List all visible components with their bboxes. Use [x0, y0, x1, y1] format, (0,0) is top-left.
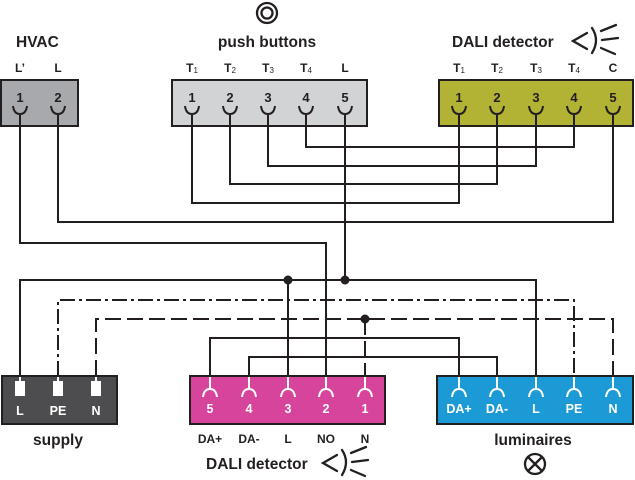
hvac-terminal-label: L’ — [15, 61, 25, 75]
terminal-socket-icon — [184, 105, 200, 126]
terminal-socket-icon — [489, 377, 505, 398]
detector-icon — [320, 445, 370, 478]
terminal-socket-icon — [202, 377, 218, 398]
wire-n-bus — [95, 318, 614, 376]
push-buttons-title: push buttons — [218, 34, 316, 51]
wire-hvac-lprime-to-detector-no — [19, 126, 327, 376]
dali-inputs-title: DALI detector — [452, 34, 554, 51]
terminal-socket-icon — [12, 105, 28, 126]
dali-input-number: 3 — [532, 90, 539, 105]
hvac-terminal-number: 2 — [54, 90, 61, 105]
dali-input-number: 4 — [570, 90, 578, 105]
dali-input-label: T1 — [453, 61, 465, 75]
wire-push-t3-to-dali-t3 — [267, 126, 537, 167]
push-terminal-label: T1 — [186, 61, 198, 75]
terminal-socket-icon — [280, 377, 296, 398]
hvac-terminal-box — [0, 79, 79, 127]
dali-detector-terminal-number: 1 — [362, 402, 369, 416]
push-buttons-terminal-box — [171, 79, 368, 127]
terminal-socket-icon — [337, 105, 353, 126]
dali-input-label: T2 — [491, 61, 503, 75]
terminal-socket-icon — [451, 105, 467, 126]
terminal-socket-icon — [451, 377, 467, 398]
supply-terminal-label: N — [91, 404, 100, 418]
hvac-terminal-number: 1 — [16, 90, 23, 105]
dali-detector-terminal-number: 3 — [285, 402, 292, 416]
dali-input-label: T3 — [530, 61, 542, 75]
dali-detector-terminal-number: 4 — [246, 402, 253, 416]
supply-title: supply — [33, 432, 83, 449]
supply-terminal-label: L — [16, 404, 24, 418]
lamp-icon — [523, 452, 547, 476]
push-button-icon — [255, 1, 279, 25]
push-terminal-number: 3 — [264, 90, 271, 105]
luminaires-title: luminaires — [494, 432, 572, 449]
dali-input-number: 1 — [455, 90, 462, 105]
dali-detector-title: DALI detector — [206, 456, 308, 473]
wire-hvac-l-to-dali-c — [57, 126, 614, 223]
terminal-socket-icon — [222, 105, 238, 126]
push-buttons-block: push buttons T1 T2 T3 T4 L 1 2 3 4 5 — [171, 1, 368, 127]
dali-input-label: T4 — [568, 61, 580, 75]
push-terminal-label: L — [341, 61, 348, 75]
push-terminal-number: 5 — [341, 90, 348, 105]
terminal-socket-icon — [605, 105, 621, 126]
supply-terminal-label: PE — [50, 404, 67, 418]
dali-input-number: 2 — [493, 90, 500, 105]
dali-detector-terminal-label: DA- — [238, 432, 259, 446]
luminaires-terminal-label: DA- — [486, 402, 508, 416]
wire-push-t4-to-dali-t4 — [305, 126, 575, 148]
luminaires-terminal-label: N — [608, 402, 617, 416]
dali-input-label: C — [609, 61, 618, 75]
dali-detector-block: 5 4 3 2 1 DA+ DA- L NO N DALI detector — [189, 375, 386, 478]
terminal-socket-icon — [566, 105, 582, 126]
wire-pe-bus — [57, 299, 575, 376]
terminal-socket-icon — [260, 105, 276, 126]
push-terminal-number: 4 — [302, 90, 310, 105]
luminaires-terminal-label: DA+ — [446, 402, 471, 416]
detector-icon — [570, 23, 620, 56]
wires — [19, 126, 614, 376]
terminal-socket-icon — [318, 377, 334, 398]
dali-input-number: 5 — [609, 90, 616, 105]
dali-detector-terminal-label: DA+ — [198, 432, 222, 446]
push-terminal-number: 2 — [226, 90, 233, 105]
supply-block: L PE N supply — [1, 375, 118, 449]
terminal-socket-icon — [528, 377, 544, 398]
hvac-block: HVAC L’ L 1 2 — [0, 34, 79, 127]
luminaires-terminal-label: PE — [566, 402, 583, 416]
wire-da-minus — [248, 356, 498, 376]
terminal-socket-icon — [528, 105, 544, 126]
dali-detector-terminal-label: L — [284, 432, 291, 446]
terminal-socket-icon — [489, 105, 505, 126]
terminal-socket-icon — [50, 105, 66, 126]
junction-dot-push-l — [340, 275, 350, 285]
plug-pin-icon — [91, 377, 101, 396]
plug-pin-icon — [53, 377, 63, 396]
hvac-terminal-label: L — [54, 61, 61, 75]
terminal-socket-icon — [357, 377, 373, 398]
terminal-socket-icon — [605, 377, 621, 398]
terminal-socket-icon — [298, 105, 314, 126]
hvac-title: HVAC — [16, 34, 59, 51]
wire-push-t2-to-dali-t2 — [229, 126, 498, 185]
dali-detector-terminal-number: 5 — [207, 402, 214, 416]
push-terminal-label: T3 — [262, 61, 274, 75]
luminaires-block: DA+ DA- L PE N luminaires — [436, 375, 634, 476]
dali-detector-terminal-label: N — [361, 432, 370, 446]
junction-dot-detector-n — [360, 314, 370, 324]
dali-detector-terminal-number: 2 — [323, 402, 330, 416]
push-terminal-label: T4 — [300, 61, 312, 75]
plug-pin-icon — [15, 377, 25, 396]
terminal-socket-icon — [566, 377, 582, 398]
luminaires-terminal-label: L — [532, 402, 540, 416]
junction-dot-detector-l — [283, 275, 293, 285]
wire-l-bus — [19, 279, 537, 376]
wire-push-t1-to-dali-t1 — [191, 126, 460, 204]
dali-inputs-block: DALI detector T1 T2 T3 T4 C 1 2 3 4 5 — [438, 23, 634, 127]
terminal-socket-icon — [241, 377, 257, 398]
push-terminal-number: 1 — [188, 90, 195, 105]
dali-detector-terminal-label: NO — [317, 432, 335, 446]
push-terminal-label: T2 — [224, 61, 236, 75]
